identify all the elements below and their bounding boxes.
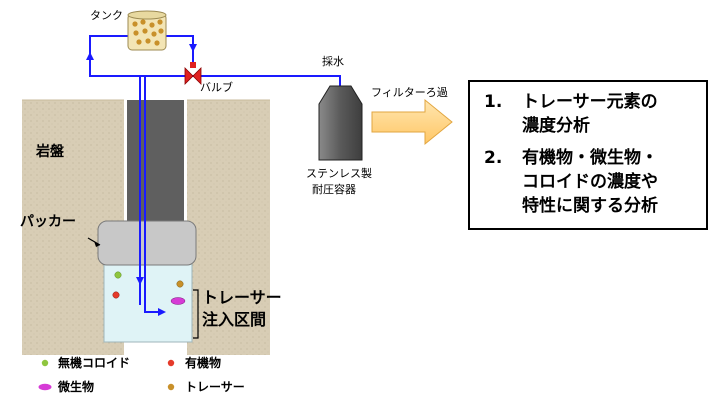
microbe-ellipse (170, 297, 186, 305)
legend-label-inorganic-colloid: 無機コロイド (58, 356, 131, 370)
valve-icon (184, 62, 202, 85)
legend-label-tracer: トレーサー (185, 380, 245, 394)
tracer-zone-label-2: 注入区間 (202, 310, 267, 329)
pressure-vessel-icon (318, 85, 363, 161)
legend-label-microbe: 微生物 (58, 380, 95, 394)
analysis-item-2-line-1: 有機物・微生物・ (522, 148, 658, 168)
borehole-rod (127, 100, 184, 230)
tracer-dot (176, 280, 184, 288)
legend-label-organic: 有機物 (185, 356, 222, 370)
analysis-item-1-line-2: 濃度分析 (522, 116, 590, 136)
tank-icon (127, 10, 167, 51)
filter-arrow (371, 98, 453, 146)
sampling-label: 採水 (322, 55, 344, 68)
analysis-item-2-line-2: コロイドの濃度や (522, 172, 658, 192)
analysis-item-2-line-3: 特性に関する分析 (522, 196, 658, 216)
tank-label: タンク (90, 9, 123, 22)
bedrock-right (187, 100, 270, 355)
organic-matter-dot (112, 291, 120, 299)
packer-label: パッカー (20, 214, 76, 230)
vessel-label-2: 耐圧容器 (312, 183, 356, 196)
legend-marker-organic (167, 359, 175, 367)
inorganic-colloid-dot (114, 271, 122, 279)
legend-marker-tracer (167, 383, 175, 391)
zone-bracket (193, 289, 199, 339)
legend-marker-inorganic-colloid (41, 359, 49, 367)
packer (97, 220, 197, 266)
sampling-pipe (89, 35, 341, 313)
filter-label: フィルターろ過 (371, 86, 448, 99)
analysis-item-1-line-1: トレーサー元素の (522, 92, 658, 112)
tracer-zone-label-1: トレーサー (202, 288, 282, 307)
analysis-box: 1. トレーサー元素の 濃度分析 2. 有機物・微生物・ コロイドの濃度や 特性… (468, 80, 708, 230)
analysis-item-2-num: 2. (484, 148, 503, 168)
valve-label: バルブ (200, 81, 233, 94)
bedrock-label: 岩盤 (36, 144, 64, 160)
legend-marker-microbe (38, 383, 52, 391)
analysis-item-1-num: 1. (484, 92, 503, 112)
vessel-label-1: ステンレス製 (306, 167, 372, 180)
